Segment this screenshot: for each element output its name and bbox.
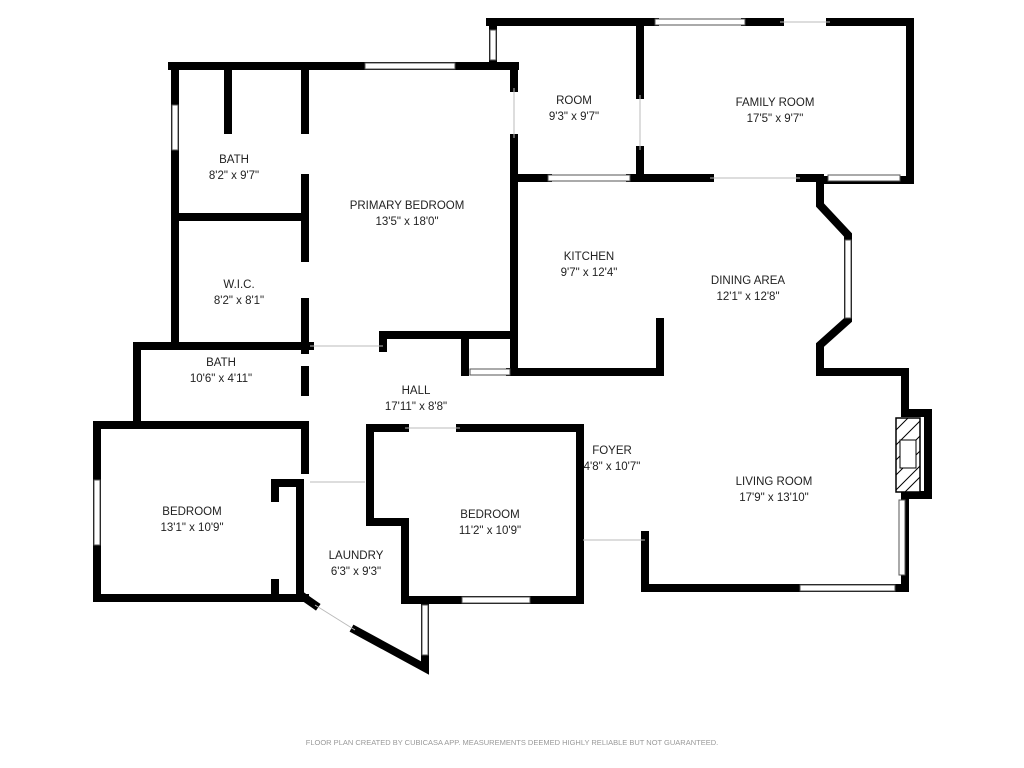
room-name: HALL [402,385,431,397]
fireplace [895,417,921,493]
room-label-hall: HALL 17'11" x 8'8" [385,385,447,413]
room-size: 13'5" x 18'0" [375,216,438,228]
room-label-living-room: LIVING ROOM 17'9" x 13'10" [736,476,813,504]
room-name: DINING AREA [711,275,785,287]
room-label-family-room: FAMILY ROOM 17'5" x 9'7" [736,97,815,125]
door-openings [310,21,830,631]
room-size: 17'9" x 13'10" [739,492,808,504]
disclaimer-footer: FLOOR PLAN CREATED BY CUBICASA APP. MEAS… [306,738,718,747]
room-name: FOYER [592,445,632,457]
room-name: BEDROOM [162,506,221,518]
room-name: FAMILY ROOM [736,97,815,109]
walls [93,18,932,675]
room-label-foyer: FOYER 4'8" x 10'7" [584,445,641,473]
room-size: 10'6" x 4'11" [190,373,252,385]
room-name: LIVING ROOM [736,476,813,488]
room-size: 12'1" x 12'8" [716,291,779,303]
room-label-bath: BATH 8'2" x 9'7" [209,154,259,182]
room-name: PRIMARY BEDROOM [350,200,465,212]
room-label-bedroom-center: BEDROOM 11'2" x 10'9" [459,509,521,537]
room-size: 17'11" x 8'8" [385,401,447,413]
room-label-primary-bedroom: PRIMARY BEDROOM 13'5" x 18'0" [350,200,465,228]
room-size: 6'3" x 9'3" [331,566,381,578]
windows [93,18,906,656]
room-size: 17'5" x 9'7" [747,113,804,125]
room-name: ROOM [556,95,592,107]
room-size: 4'8" x 10'7" [584,461,641,473]
room-label-bath-2: BATH 10'6" x 4'11" [190,357,252,385]
room-size: 8'2" x 9'7" [209,170,259,182]
room-label-dining-area: DINING AREA 12'1" x 12'8" [711,275,785,303]
room-label-kitchen: KITCHEN 9'7" x 12'4" [561,251,618,279]
room-size: 9'7" x 12'4" [561,267,618,279]
room-name: BEDROOM [460,509,519,521]
room-name: KITCHEN [564,251,614,263]
room-label-laundry: LAUNDRY 6'3" x 9'3" [329,550,384,578]
room-label-wic: W.I.C. 8'2" x 8'1" [214,279,264,307]
room-size: 13'1" x 10'9" [160,522,223,534]
room-size: 8'2" x 8'1" [214,295,264,307]
room-label-room: ROOM 9'3" x 9'7" [549,95,599,123]
room-name: W.I.C. [223,279,254,291]
room-label-bedroom-left: BEDROOM 13'1" x 10'9" [160,506,223,534]
room-name: BATH [219,154,249,166]
room-name: LAUNDRY [329,550,384,562]
room-size: 9'3" x 9'7" [549,111,599,123]
room-size: 11'2" x 10'9" [459,525,521,537]
room-name: BATH [206,357,236,369]
